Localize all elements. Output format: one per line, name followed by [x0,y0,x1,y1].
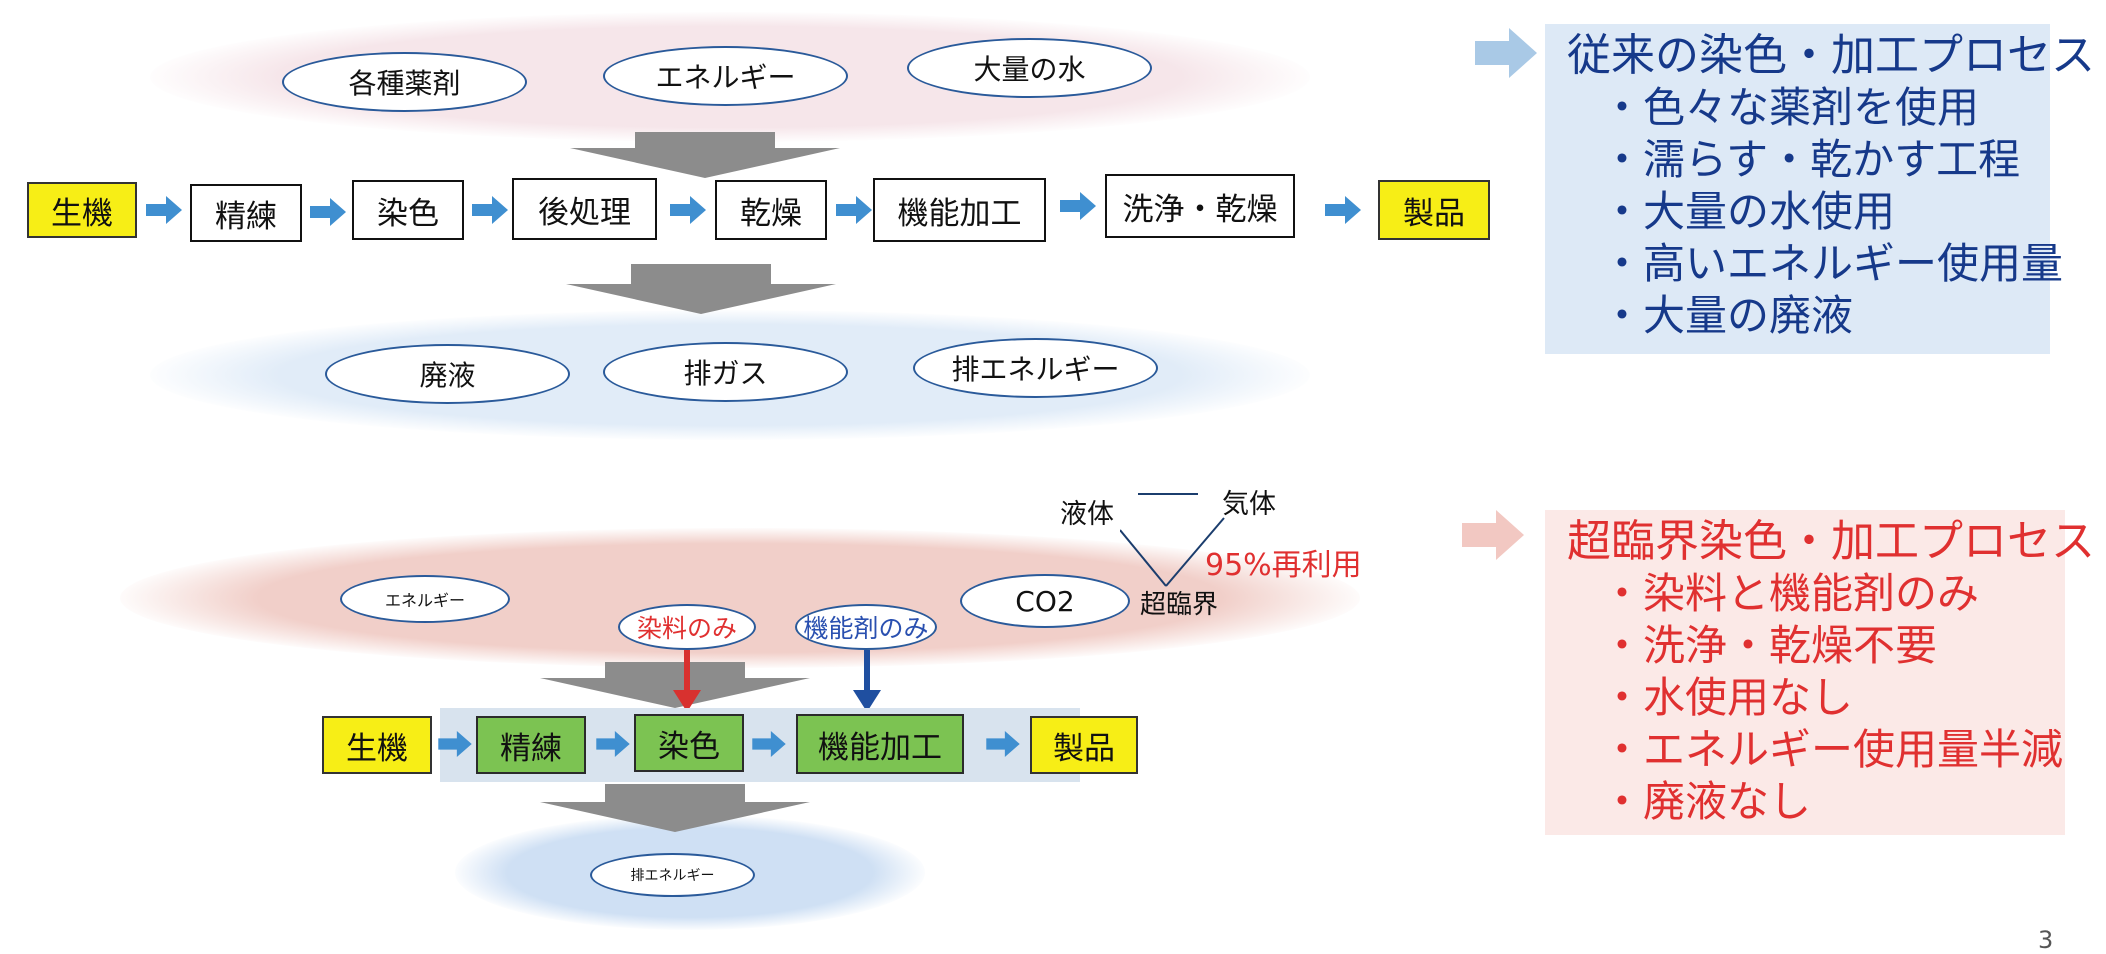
flow-arrow [472,196,508,224]
outputs-down-arrow [566,264,836,314]
flow-arrow [752,731,786,757]
supercritical-note: ・廃液なし [1601,777,1812,826]
step-scouring: 精練 [190,184,302,242]
flow-arrow [986,731,1020,757]
output-waste-liquid: 廃液 [325,344,570,404]
supercritical-note: ・水使用なし [1601,673,1854,722]
flow-arrow [836,196,872,224]
phase-liquid-label: 液体 [1060,499,1114,530]
co2-cloud [120,528,1360,668]
sc-input-dye-only: 染料のみ [618,604,756,650]
flow-arrow [146,196,182,224]
input-water: 大量の水 [907,38,1152,98]
conventional-note: ・色々な薬剤を使用 [1601,83,1980,132]
flow-arrow [438,731,472,757]
step-dyeing: 染色 [352,180,464,240]
step-drying: 乾燥 [715,180,827,240]
supercritical-note: ・染料と機能剤のみ [1601,569,1980,618]
agent-insert-arrow [853,650,881,712]
phase-supercritical-label: 超臨界 [1140,590,1219,620]
flow-arrow [1060,192,1096,220]
sc-outputs-down-arrow [540,784,810,832]
sc-step-product: 製品 [1030,716,1138,774]
reuse-label: 95%再利用 [1205,548,1362,583]
supercritical-note: ・洗浄・乾燥不要 [1601,621,1938,670]
page-number: 3 [2038,926,2054,954]
conventional-note: ・大量の水使用 [1601,187,1896,236]
output-exhaust-gas: 排ガス [603,342,848,402]
sc-input-energy: エネルギー [340,575,510,623]
flow-arrow [670,196,706,224]
flow-arrow [596,731,630,757]
step-raw-fabric: 生機 [27,182,137,238]
step-wash-dry: 洗浄・乾燥 [1105,174,1295,238]
sc-output-waste-energy: 排エネルギー [590,853,755,897]
phase-gas-label: 気体 [1222,489,1276,520]
step-post-treatment: 後処理 [512,178,657,240]
sc-step-scouring: 精練 [476,716,586,774]
dye-insert-arrow [673,650,701,712]
supercritical-notes-panel: 超臨界染色・加工プロセス ・染料と機能剤のみ ・洗浄・乾燥不要 ・水使用なし ・… [1545,510,2095,835]
sc-input-agent-only: 機能剤のみ [795,604,937,650]
sc-inputs-down-arrow [540,662,810,708]
step-product: 製品 [1378,180,1490,240]
notes-pointer-arrow [1475,28,1537,78]
input-energy: エネルギー [603,46,848,106]
inputs-down-arrow [570,132,840,178]
supercritical-note: ・エネルギー使用量半減 [1601,725,2064,774]
flow-arrow [1325,196,1361,224]
sc-input-co2: CO2 [960,574,1130,628]
conventional-note: ・高いエネルギー使用量 [1601,239,2064,288]
phase-lines [1120,493,1225,587]
conventional-note: ・濡らす・乾かす工程 [1601,135,2021,184]
sc-step-functional-finishing: 機能加工 [796,714,964,774]
sc-step-dyeing: 染色 [634,714,744,772]
conventional-note: ・大量の廃液 [1601,291,1854,340]
conventional-notes-title: 従来の染色・加工プロセス [1567,30,2095,81]
notes-pointer-arrow [1462,510,1524,560]
supercritical-notes-title: 超臨界染色・加工プロセス [1567,516,2095,567]
conventional-notes-panel: 従来の染色・加工プロセス ・色々な薬剤を使用 ・濡らす・乾かす工程 ・大量の水使… [1545,24,2095,354]
output-waste-energy: 排エネルギー [913,338,1158,398]
input-chemicals: 各種薬剤 [282,52,527,112]
step-functional-finishing: 機能加工 [873,178,1046,242]
flow-arrow [310,198,346,226]
sc-step-raw-fabric: 生機 [322,716,432,774]
